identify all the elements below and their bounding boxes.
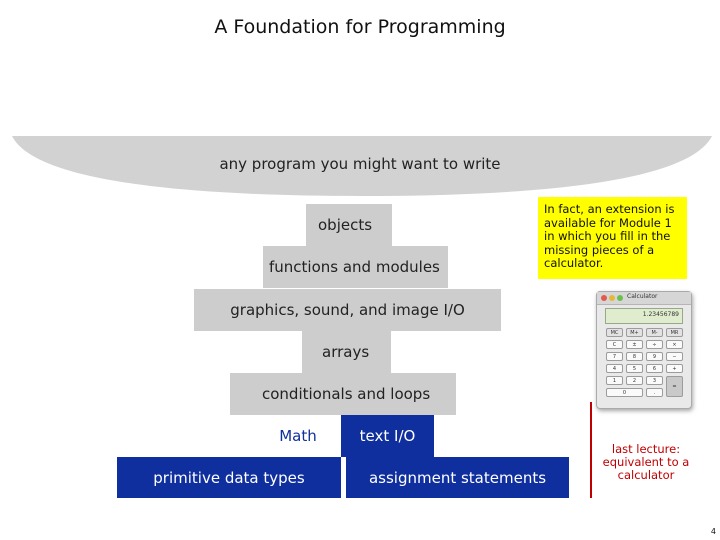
layer-functions: functions and modules [263,246,448,288]
slide-title: A Foundation for Programming [214,16,506,38]
program-bowl [12,136,712,196]
layer-conditionals-label: conditionals and loops [262,385,431,403]
layer-arrays-label: arrays [322,343,370,361]
layer-graphics: graphics, sound, and image I/O [194,289,501,331]
calc-key: 7 [606,352,623,361]
calc-key: 3 [646,376,663,385]
minimize-dot-icon [609,295,615,301]
calc-key: 4 [606,364,623,373]
calculator-display: 1.23456789 [605,308,683,324]
zoom-dot-icon [617,295,623,301]
layer-primitive-label: primitive data types [153,468,305,487]
red-divider [590,402,592,498]
bowl-label: any program you might want to write [219,155,501,173]
layer-text-io: text I/O [341,415,434,457]
calc-key: MC [606,328,623,337]
calc-key: + [666,364,683,373]
extension-note: In fact, an extension is available for M… [538,197,687,279]
calc-key: × [666,340,683,349]
layer-assignment-label: assignment statements [368,468,547,487]
layer-objects: objects [306,204,392,246]
calc-key: 1 [606,376,623,385]
layer-math-label: Math [279,427,317,445]
calc-key: M- [646,328,663,337]
page-number: 4 [710,527,716,536]
layer-math: Math [255,415,341,457]
calculator-image: Calculator 1.23456789 MC M+ M- MR C ± ÷ … [596,291,692,409]
calc-key: − [666,352,683,361]
calc-key: 2 [626,376,643,385]
calc-key: ± [626,340,643,349]
layer-graphics-label: graphics, sound, and image I/O [230,301,465,319]
layer-objects-label: objects [318,216,373,234]
calc-key: . [646,388,663,397]
calc-key: C [606,340,623,349]
calc-key: 5 [626,364,643,373]
calc-key-zero: 0 [606,388,643,397]
bowl-shape [12,136,712,196]
layer-arrays: arrays [302,331,391,373]
layer-functions-label: functions and modules [269,258,440,276]
calc-key: 6 [646,364,663,373]
close-dot-icon [601,295,607,301]
layer-assignment: assignment statements [346,457,569,498]
calc-key: ÷ [646,340,663,349]
layer-text-io-label: text I/O [359,427,416,445]
calculator-title: Calculator [627,293,658,300]
calc-key: 8 [626,352,643,361]
calc-key-equals: = [666,376,683,397]
calc-key: M+ [626,328,643,337]
calc-key: MR [666,328,683,337]
layer-conditionals: conditionals and loops [230,373,456,415]
layer-primitive: primitive data types [117,457,341,498]
last-lecture-note: last lecture: equivalent to a calculator [602,442,690,482]
calc-key: 9 [646,352,663,361]
